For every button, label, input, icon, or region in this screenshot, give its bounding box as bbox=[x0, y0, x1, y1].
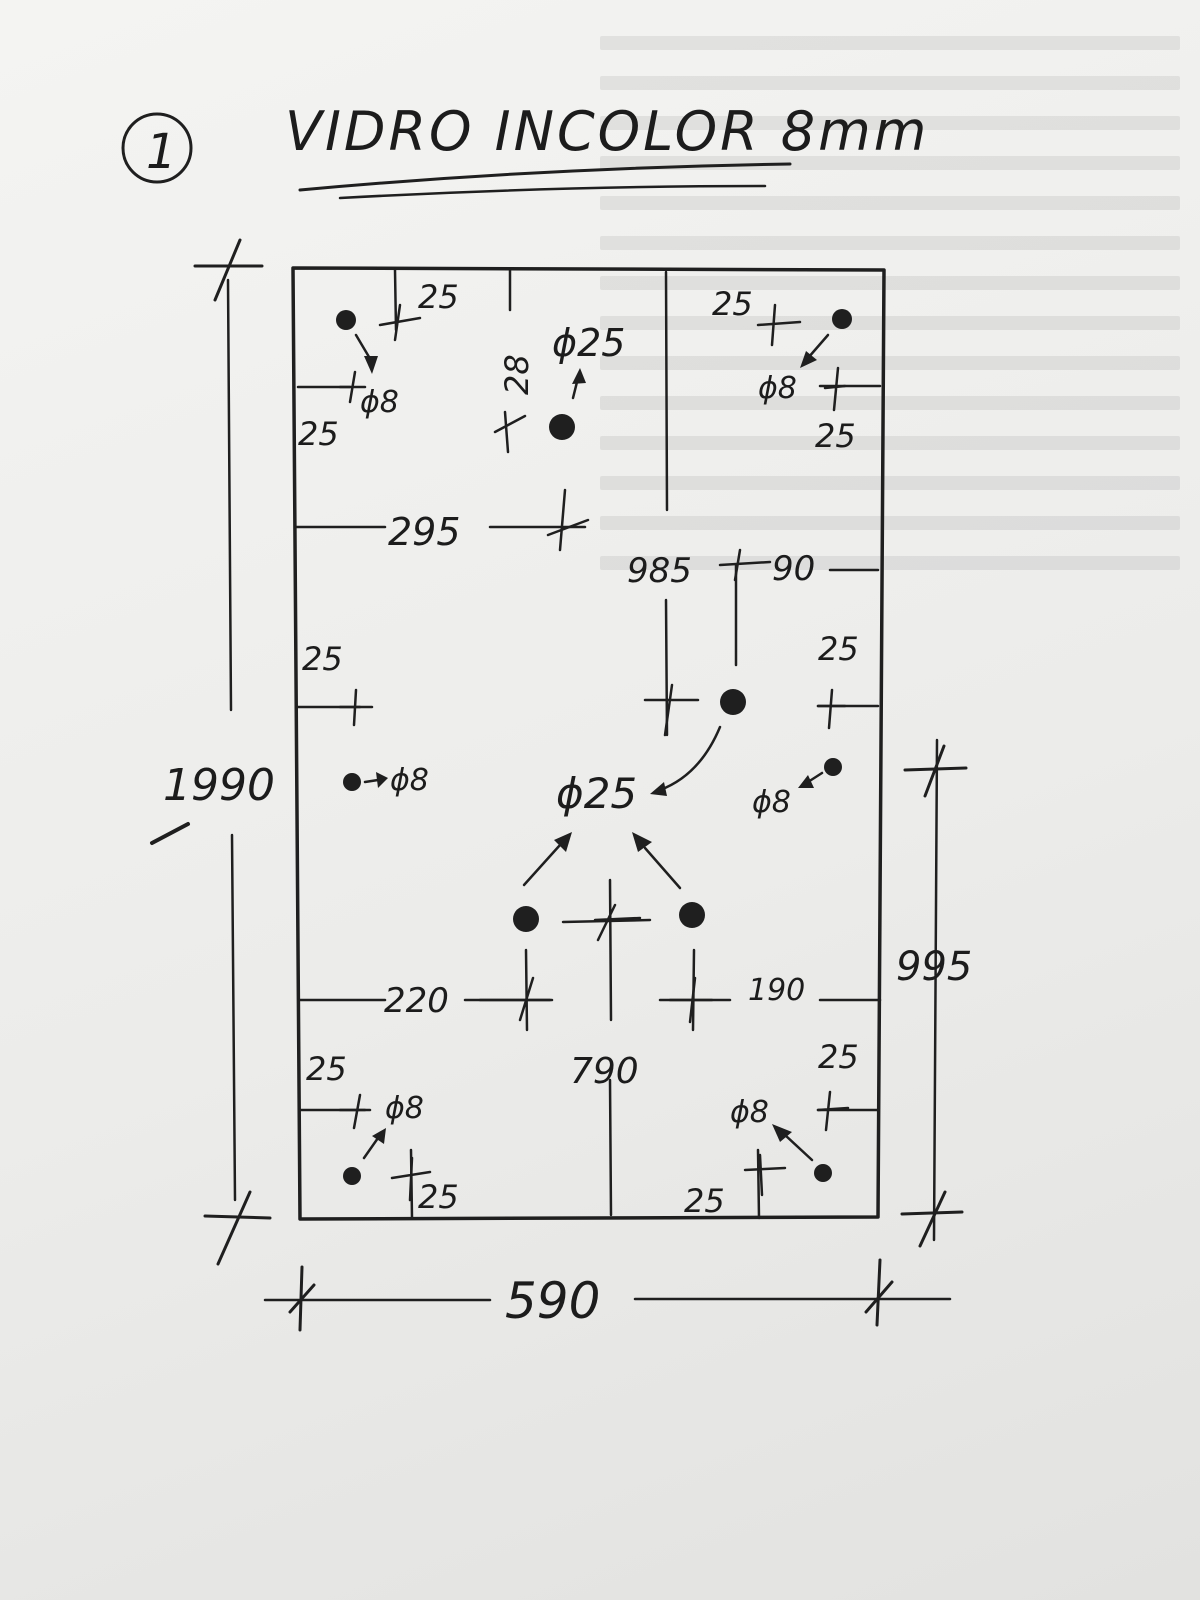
hole-phi8 bbox=[832, 309, 852, 329]
dim-label: 25 bbox=[302, 640, 343, 678]
dim-label: ϕ8 bbox=[390, 763, 429, 798]
dim-label: 90 bbox=[772, 549, 815, 589]
dim-label: 25 bbox=[298, 415, 339, 453]
glass-panel-outline bbox=[291, 266, 886, 1221]
dim-label: ϕ25 bbox=[556, 769, 637, 818]
title-underline bbox=[338, 184, 767, 200]
holes bbox=[336, 309, 852, 1185]
hole-phi8 bbox=[824, 758, 842, 776]
dim-label: 25 bbox=[418, 1178, 459, 1216]
dim-label: 25 bbox=[418, 278, 459, 316]
dim-label: 220 bbox=[384, 981, 449, 1021]
height-label: 1990 bbox=[163, 760, 275, 811]
dim-label: 25 bbox=[684, 1182, 725, 1220]
dim-label: ϕ8 bbox=[360, 385, 399, 420]
hole-phi25 bbox=[720, 689, 746, 715]
hole-phi25 bbox=[513, 906, 539, 932]
width-dimension: 590 bbox=[263, 1258, 952, 1332]
dim-label: 790 bbox=[570, 1051, 639, 1092]
dim-label: 985 bbox=[627, 551, 692, 591]
dim-label: 190 bbox=[748, 973, 805, 1008]
dim-label: 25 bbox=[712, 285, 753, 323]
right-height-dimension: 995 bbox=[896, 738, 972, 1248]
dim-label: ϕ8 bbox=[758, 371, 797, 406]
dim-label: ϕ8 bbox=[730, 1095, 769, 1130]
title-underline bbox=[298, 162, 792, 192]
right-height-label: 995 bbox=[896, 944, 972, 990]
dim-label: 28 bbox=[498, 354, 536, 395]
dim-label: ϕ25 bbox=[552, 321, 625, 365]
item-number: 1 bbox=[146, 124, 177, 180]
title-block: 1 VIDRO INCOLOR 8mm bbox=[121, 100, 929, 200]
internal-lines bbox=[294, 268, 882, 1220]
dim-label: 25 bbox=[306, 1050, 347, 1088]
dim-label: 25 bbox=[818, 1038, 859, 1076]
hole-phi25 bbox=[549, 414, 575, 440]
hole-phi8 bbox=[336, 310, 356, 330]
hole-phi25 bbox=[679, 902, 705, 928]
height-dimension: 1990 bbox=[150, 238, 275, 1266]
dim-label: 25 bbox=[815, 417, 856, 455]
dim-label: ϕ8 bbox=[752, 785, 791, 820]
tick-marks bbox=[338, 303, 850, 1202]
dim-label: 25 bbox=[818, 630, 859, 668]
hole-phi8 bbox=[343, 1167, 361, 1185]
drawing-title: VIDRO INCOLOR 8mm bbox=[285, 100, 929, 163]
width-label: 590 bbox=[505, 1272, 600, 1330]
hole-phi8 bbox=[814, 1164, 832, 1182]
dimension-labels: 25 ϕ8 25 28 ϕ25 25 ϕ8 25 295 985 90 25 2… bbox=[298, 278, 859, 1220]
hole-phi8 bbox=[343, 773, 361, 791]
leader-arrows bbox=[354, 333, 830, 1162]
dim-label: 295 bbox=[388, 510, 461, 554]
dim-label: ϕ8 bbox=[385, 1091, 424, 1126]
item-number-circle bbox=[121, 112, 193, 184]
